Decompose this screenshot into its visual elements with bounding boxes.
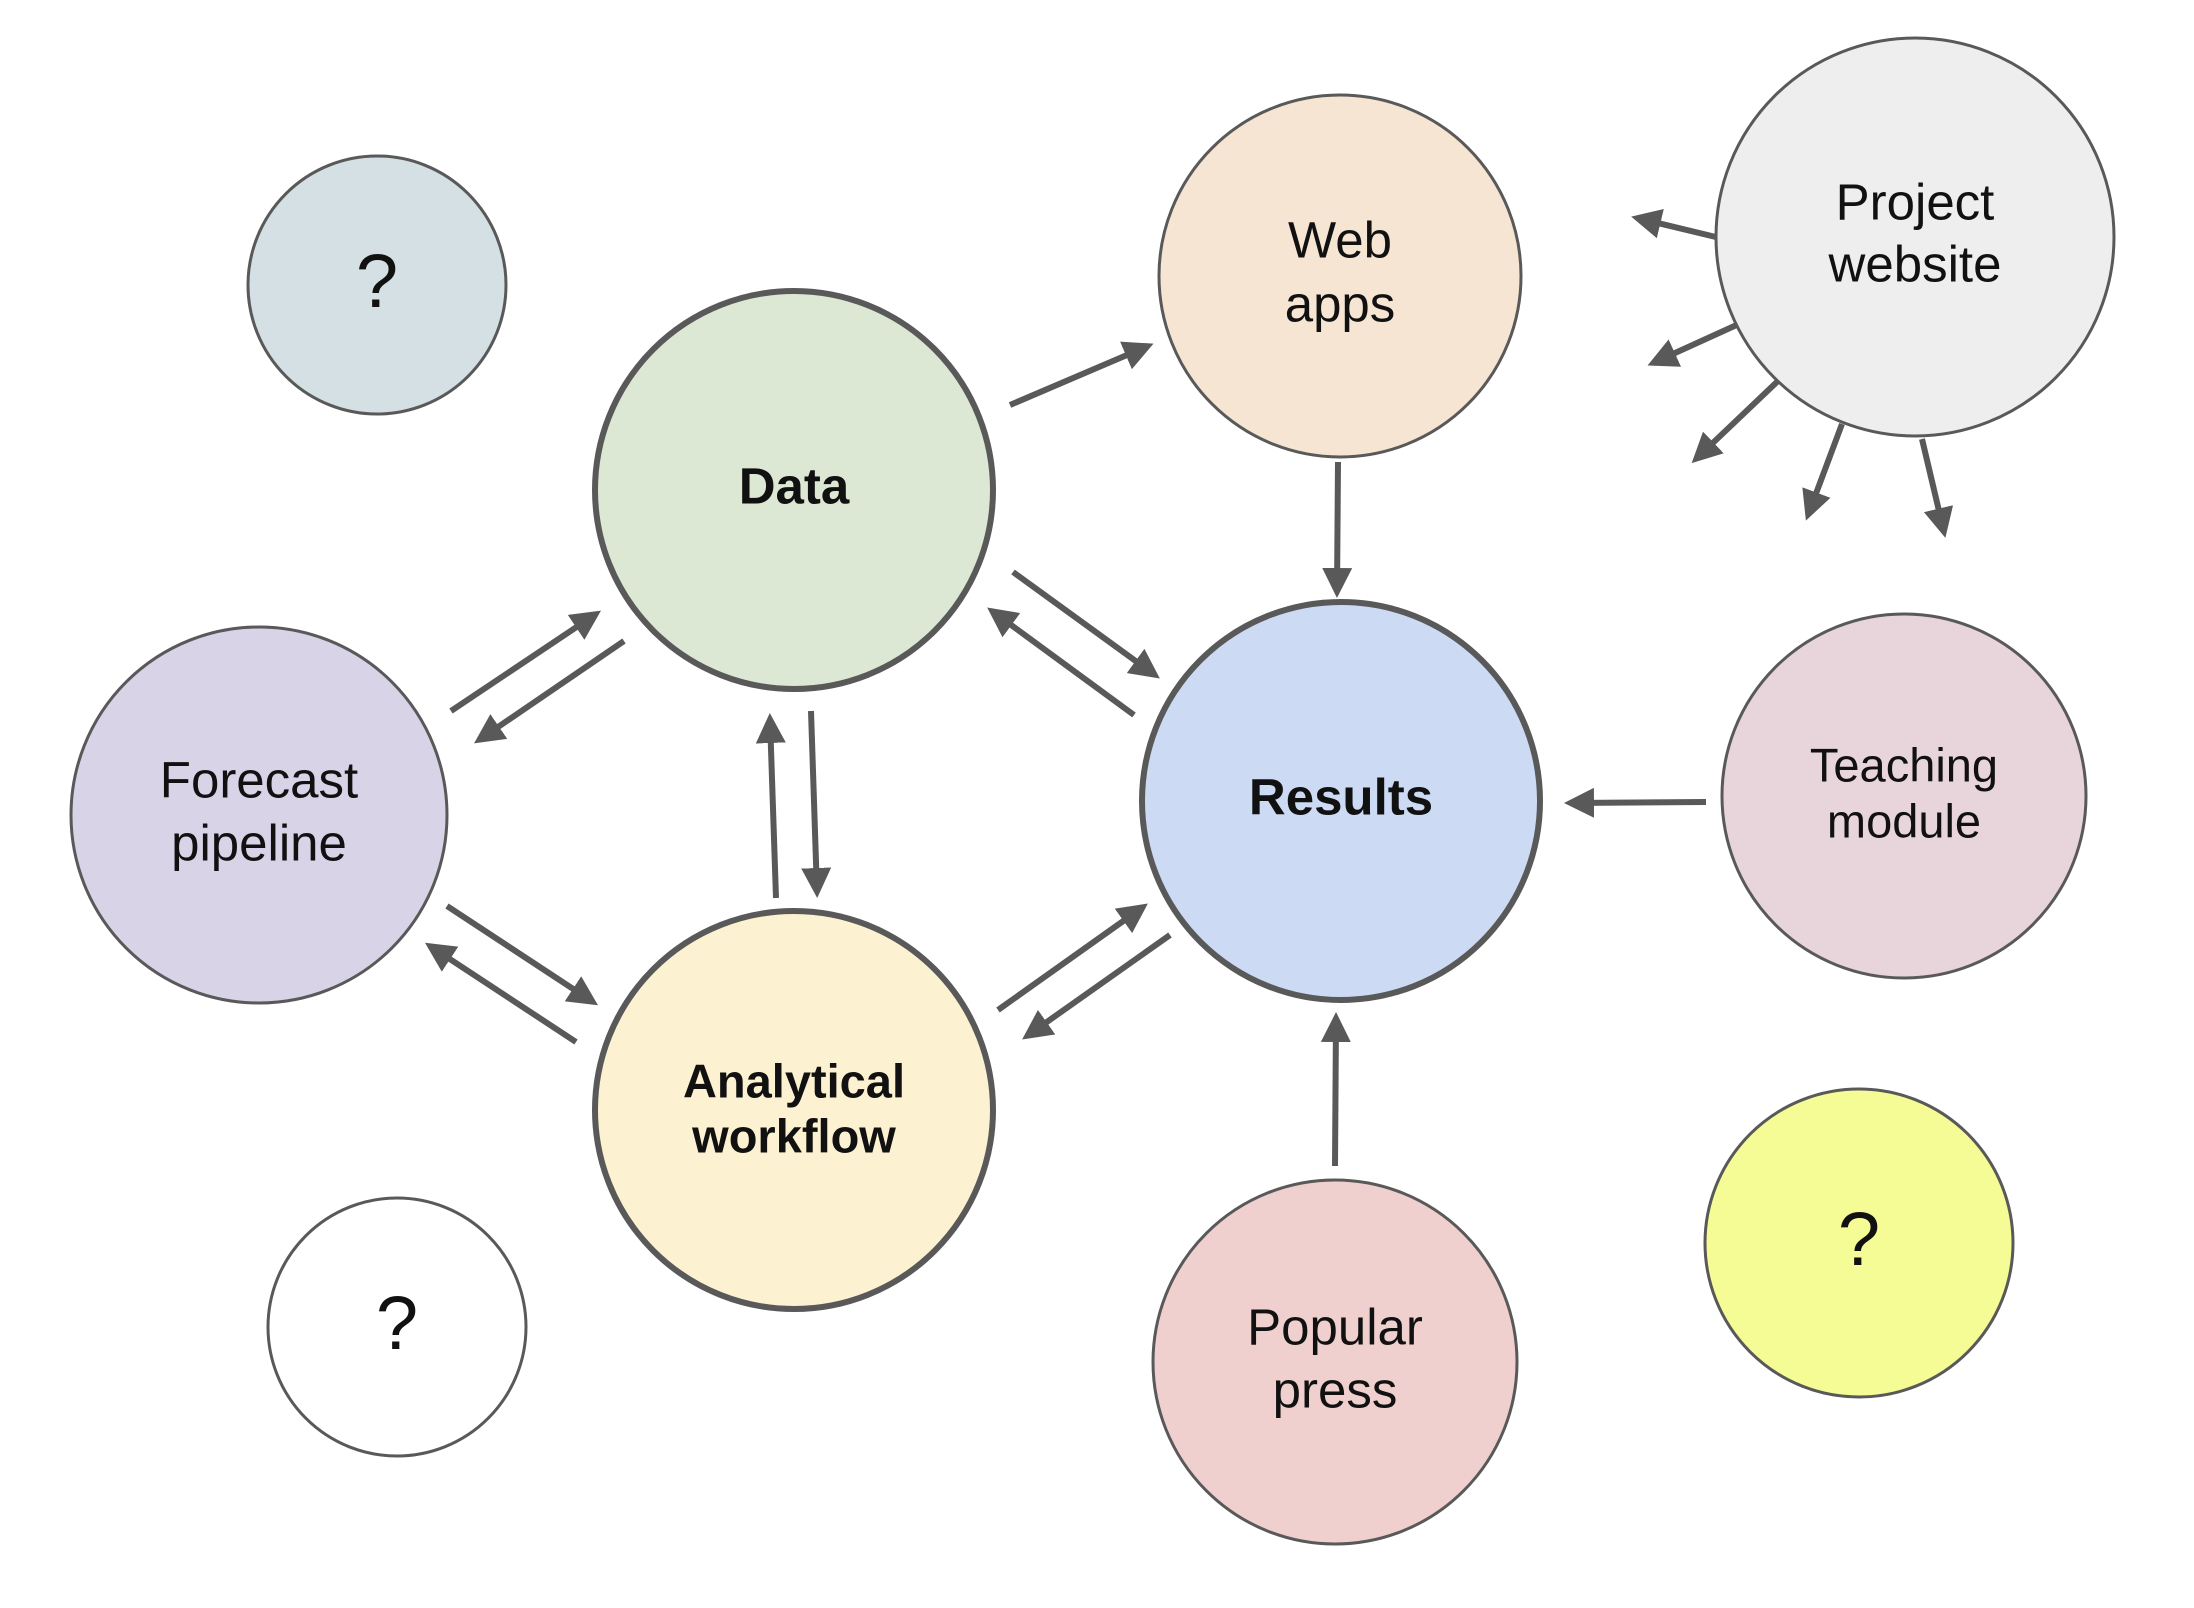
node-web-apps-circle (1157, 93, 1523, 459)
edge-results-to-analytical (1022, 932, 1172, 1040)
node-forecast-pipeline-label-line1: Forecast (160, 751, 358, 808)
edge-website-out-1 (1631, 209, 1721, 241)
node-teaching-module-label-line1: Teaching (1810, 738, 1998, 791)
node-web-apps: Web apps (1157, 93, 1523, 459)
node-results: Results (1139, 599, 1543, 1003)
node-teaching-module-label-line2: module (1827, 794, 1981, 847)
node-teaching-module: Teaching module (1720, 612, 2088, 980)
node-teaching-module-circle (1720, 612, 2088, 980)
node-analytical-workflow-label-line1: Analytical (683, 1054, 905, 1107)
node-results-label: Results (1249, 768, 1433, 825)
node-popular-press: Popular press (1151, 1178, 1519, 1546)
node-web-apps-label-line2: apps (1285, 275, 1396, 332)
edge-data-to-analytical (801, 710, 832, 898)
edge-website-out-2 (1647, 320, 1743, 367)
edge-analytical-to-forecast (424, 942, 578, 1045)
node-data-circle (592, 288, 996, 692)
node-project-website-label-line1: Project (1836, 173, 1995, 230)
node-project-website-label-line2: website (1828, 235, 2002, 292)
edge-website-out-4 (1802, 422, 1845, 521)
node-popular-press-label-line1: Popular (1247, 1298, 1423, 1355)
edge-press-to-results (1320, 1012, 1351, 1167)
node-unknown-bottom-left: ? (266, 1196, 528, 1458)
node-unknown-bottom-left-label: ? (376, 1281, 418, 1366)
node-analytical-workflow: Analytical workflow (592, 908, 996, 1312)
edge-forecast-to-data (449, 610, 601, 714)
node-unknown-top-left: ? (246, 154, 508, 416)
edge-forecast-to-analytical (445, 903, 599, 1006)
edge-analytical-to-results (996, 903, 1148, 1013)
node-unknown-bottom-right-label: ? (1838, 1197, 1880, 1282)
edge-website-out-3 (1691, 377, 1782, 464)
edge-web-apps-to-results (1322, 461, 1353, 598)
node-project-website-circle (1714, 36, 2116, 438)
node-unknown-bottom-right: ? (1703, 1087, 2015, 1399)
node-analytical-workflow-circle (592, 908, 996, 1312)
node-project-website: Project website (1714, 36, 2116, 438)
edge-website-out-5 (1919, 438, 1954, 538)
edge-data-to-web-apps (1008, 341, 1154, 408)
node-analytical-workflow-label-line2: workflow (691, 1109, 896, 1162)
node-forecast-pipeline-circle (69, 625, 449, 1005)
node-popular-press-label-line2: press (1273, 1361, 1398, 1418)
node-popular-press-circle (1151, 1178, 1519, 1546)
edges-group (424, 209, 1954, 1167)
node-unknown-top-left-label: ? (356, 239, 398, 324)
node-unknown-bottom-right-circle (1703, 1087, 2015, 1399)
edge-data-to-forecast (474, 638, 626, 744)
node-forecast-pipeline-label-line2: pipeline (171, 814, 347, 871)
edge-analytical-to-data (755, 713, 786, 899)
node-web-apps-label-line1: Web (1288, 211, 1392, 268)
edge-data-to-results (1011, 569, 1160, 679)
node-data: Data (592, 288, 996, 692)
edge-results-to-data (987, 607, 1136, 718)
node-forecast-pipeline: Forecast pipeline (69, 625, 449, 1005)
node-unknown-bottom-left-circle (266, 1196, 528, 1458)
node-results-circle (1139, 599, 1543, 1003)
edge-teaching-to-results (1564, 787, 1707, 818)
node-data-label: Data (739, 457, 850, 514)
node-unknown-top-left-circle (246, 154, 508, 416)
